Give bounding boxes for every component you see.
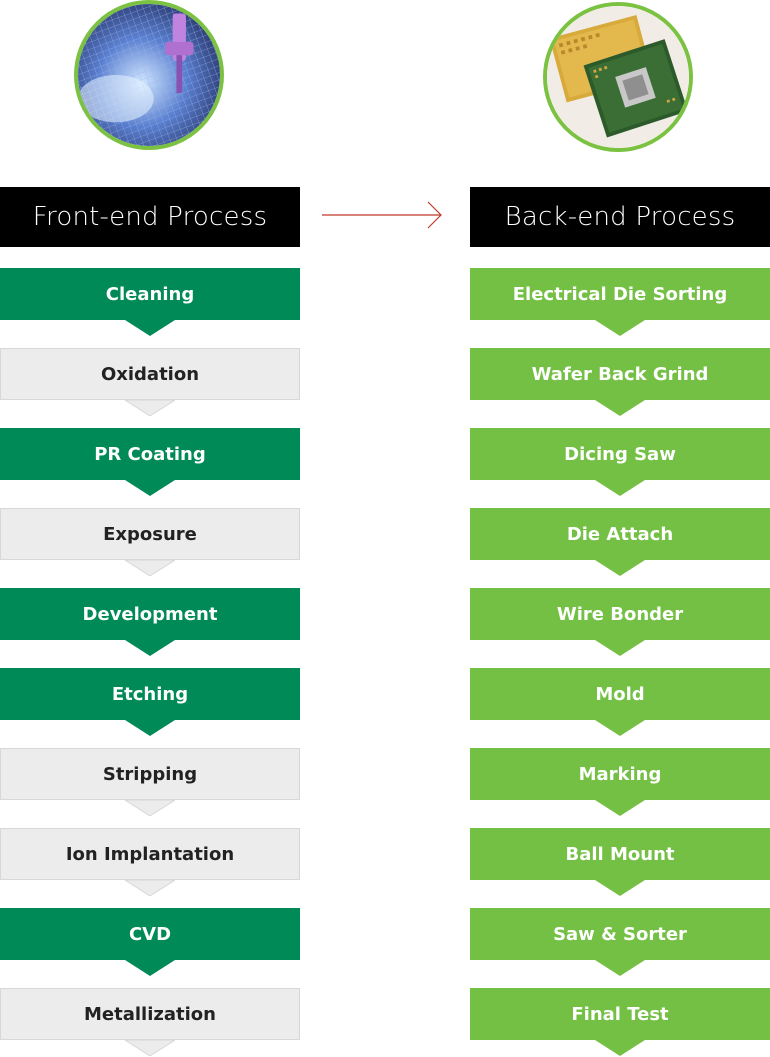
back-end-step-marking: Marking [470,748,770,816]
chevron-down-icon [125,320,175,336]
back-end-step-saw-and-sorter: Saw & Sorter [470,908,770,976]
step-label: Die Attach [470,508,770,560]
back-end-step-electrical-die-sorting: Electrical Die Sorting [470,268,770,336]
chevron-down-icon [125,400,175,416]
step-label: Mold [470,668,770,720]
chevron-down-icon [125,1040,175,1056]
step-label: Dicing Saw [470,428,770,480]
arrow-right-icon [322,201,442,229]
step-label: Etching [0,668,300,720]
step-label: CVD [0,908,300,960]
step-label: Oxidation [0,348,300,400]
chevron-down-icon [595,800,645,816]
step-label: Exposure [0,508,300,560]
chevron-down-icon [125,720,175,736]
back-end-step-wafer-back-grind: Wafer Back Grind [470,348,770,416]
step-label: Final Test [470,988,770,1040]
chevron-down-icon [125,480,175,496]
chevron-down-icon [125,800,175,816]
chevron-down-icon [595,880,645,896]
front-end-step-etching: Etching [0,668,300,736]
chevron-down-icon [595,400,645,416]
step-label: Stripping [0,748,300,800]
front-end-step-oxidation: Oxidation [0,348,300,416]
step-label: Cleaning [0,268,300,320]
back-end-header: Back-end Process [470,187,770,247]
chevron-down-icon [595,640,645,656]
back-end-step-mold: Mold [470,668,770,736]
front-end-step-cvd: CVD [0,908,300,976]
back-end-step-wire-bonder: Wire Bonder [470,588,770,656]
front-end-step-exposure: Exposure [0,508,300,576]
step-label: Marking [470,748,770,800]
front-end-step-development: Development [0,588,300,656]
chevron-down-icon [125,560,175,576]
step-label: Wafer Back Grind [470,348,770,400]
wafer-image [74,0,224,150]
chevron-down-icon [125,880,175,896]
step-label: Ball Mount [470,828,770,880]
chevron-down-icon [595,320,645,336]
step-label: Wire Bonder [470,588,770,640]
front-end-header: Front-end Process [0,187,300,247]
step-label: Electrical Die Sorting [470,268,770,320]
step-label: Saw & Sorter [470,908,770,960]
step-label: Metallization [0,988,300,1040]
chip-illustration [547,6,689,148]
chevron-down-icon [125,960,175,976]
back-end-step-dicing-saw: Dicing Saw [470,428,770,496]
step-label: Development [0,588,300,640]
chevron-down-icon [125,640,175,656]
back-end-step-die-attach: Die Attach [470,508,770,576]
chevron-down-icon [595,960,645,976]
chip-image [543,2,693,152]
chevron-down-icon [595,720,645,736]
back-end-step-ball-mount: Ball Mount [470,828,770,896]
wafer-illustration [78,4,220,146]
front-end-step-ion-implantation: Ion Implantation [0,828,300,896]
chevron-down-icon [595,480,645,496]
front-end-step-metallization: Metallization [0,988,300,1056]
front-end-step-stripping: Stripping [0,748,300,816]
chevron-down-icon [595,560,645,576]
chevron-down-icon [595,1040,645,1056]
front-end-step-pr-coating: PR Coating [0,428,300,496]
step-label: Ion Implantation [0,828,300,880]
front-end-step-cleaning: Cleaning [0,268,300,336]
step-label: PR Coating [0,428,300,480]
back-end-step-final-test: Final Test [470,988,770,1056]
